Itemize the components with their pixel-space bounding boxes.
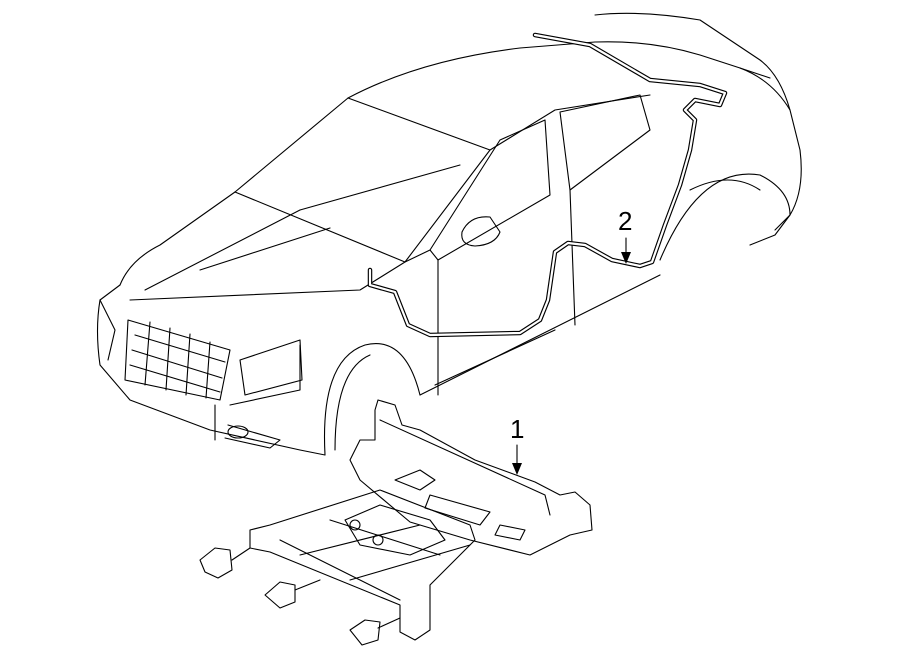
callout-1-label: 1: [510, 414, 524, 444]
mounting-bracket: [199, 399, 593, 646]
car-body: [96, 12, 802, 456]
callout-1-arrow: [512, 463, 522, 475]
callout-2: 2: [618, 206, 632, 264]
antenna-cable: [367, 32, 728, 338]
callout-2-arrow: [621, 252, 631, 264]
callout-1: 1: [510, 414, 524, 475]
callout-2-label: 2: [618, 206, 632, 236]
